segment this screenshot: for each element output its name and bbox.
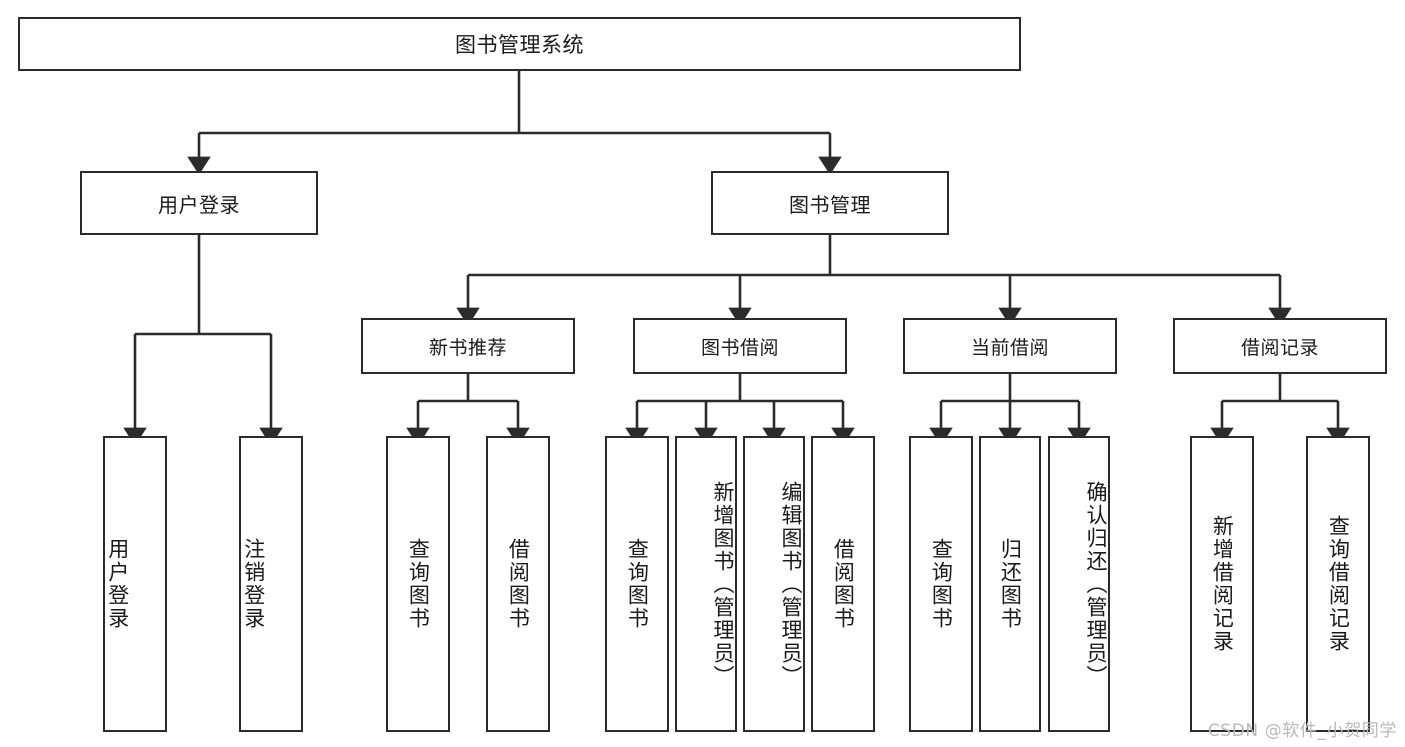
node-leaf-add-borrow-record-label: 新增借阅记录	[1210, 515, 1235, 653]
node-leaf-user-login[interactable]: 用户登录	[103, 436, 167, 732]
node-book-management[interactable]: 图书管理	[711, 171, 949, 235]
node-leaf-user-login-label: 用户登录	[105, 538, 130, 630]
node-current-borrow[interactable]: 当前借阅	[903, 318, 1117, 374]
node-leaf-borrow-book-borrow[interactable]: 借阅图书	[811, 436, 875, 732]
node-leaf-confirm-return-admin[interactable]: 确认归还（管理员）	[1048, 436, 1110, 732]
node-leaf-add-borrow-record[interactable]: 新增借阅记录	[1190, 436, 1254, 732]
watermark: CSDN @软件_小贺同学	[1207, 721, 1397, 741]
node-new-book-recommend[interactable]: 新书推荐	[361, 318, 575, 374]
node-leaf-edit-book-admin[interactable]: 编辑图书（管理员）	[743, 436, 805, 732]
node-user-login[interactable]: 用户登录	[80, 171, 318, 235]
node-book-borrow[interactable]: 图书借阅	[633, 318, 847, 374]
node-book-borrow-label: 图书借阅	[700, 336, 779, 359]
node-leaf-query-book-borrow[interactable]: 查询图书	[605, 436, 669, 732]
node-new-book-recommend-label: 新书推荐	[428, 336, 507, 359]
node-leaf-logout-label: 注销登录	[241, 538, 266, 630]
node-leaf-query-borrow-record[interactable]: 查询借阅记录	[1306, 436, 1370, 732]
node-leaf-query-book-rec-label: 查询图书	[406, 538, 431, 630]
node-leaf-logout[interactable]: 注销登录	[239, 436, 303, 732]
node-current-borrow-label: 当前借阅	[970, 336, 1049, 359]
node-root[interactable]: 图书管理系统	[18, 17, 1021, 71]
node-leaf-borrow-book-borrow-label: 借阅图书	[831, 538, 856, 630]
node-book-management-label: 图书管理	[789, 192, 871, 217]
node-leaf-return-book[interactable]: 归还图书	[979, 436, 1041, 732]
node-leaf-edit-book-admin-label: 编辑图书（管理员）	[779, 480, 803, 688]
node-leaf-query-book-current-label: 查询图书	[929, 538, 954, 630]
node-user-login-label: 用户登录	[158, 192, 240, 217]
node-leaf-borrow-book-rec-label: 借阅图书	[506, 538, 531, 630]
node-leaf-query-book-current[interactable]: 查询图书	[909, 436, 973, 732]
node-leaf-add-book-admin-label: 新增图书（管理员）	[711, 480, 735, 688]
node-leaf-add-book-admin[interactable]: 新增图书（管理员）	[675, 436, 737, 732]
node-root-label: 图书管理系统	[455, 33, 584, 57]
node-leaf-confirm-return-admin-label: 确认归还（管理员）	[1084, 480, 1108, 688]
node-leaf-borrow-book-rec[interactable]: 借阅图书	[486, 436, 550, 732]
node-borrow-record-label: 借阅记录	[1240, 336, 1319, 359]
node-leaf-query-borrow-record-label: 查询借阅记录	[1326, 515, 1351, 653]
node-leaf-query-book-rec[interactable]: 查询图书	[386, 436, 450, 732]
node-borrow-record[interactable]: 借阅记录	[1173, 318, 1387, 374]
node-leaf-return-book-label: 归还图书	[998, 538, 1023, 630]
node-leaf-query-book-borrow-label: 查询图书	[625, 538, 650, 630]
